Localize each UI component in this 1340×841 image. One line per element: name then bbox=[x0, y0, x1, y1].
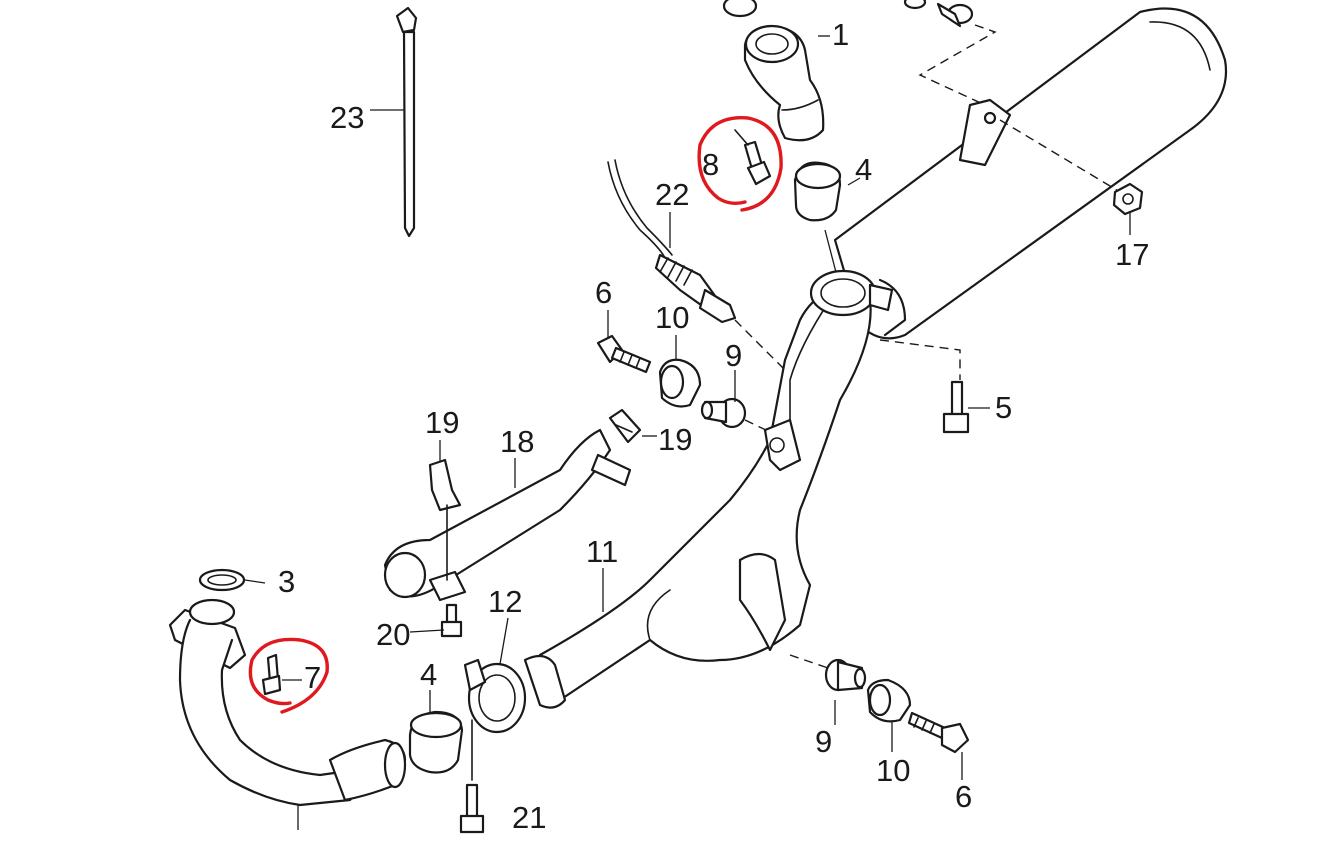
part-6-bolt-upper bbox=[596, 334, 652, 374]
part-3-gasket bbox=[198, 568, 246, 592]
part-7-header-pipe bbox=[168, 598, 407, 807]
part-17-nut bbox=[1112, 182, 1144, 216]
callout-9-lower: 9 bbox=[815, 724, 832, 759]
callout-11: 11 bbox=[586, 534, 618, 569]
red-annotations bbox=[248, 116, 783, 714]
callout-20: 20 bbox=[376, 617, 410, 652]
part-20-bolt bbox=[440, 603, 463, 638]
muffler bbox=[833, 7, 1228, 340]
part-9-collar-lower bbox=[789, 654, 867, 692]
part-22-oxygen-sensor bbox=[607, 159, 786, 371]
part-21-bolt bbox=[459, 719, 485, 834]
part-8-bolt bbox=[734, 129, 772, 186]
callout-labels: 1 8 4 22 23 17 6 10 9 5 19 18 19 11 3 12… bbox=[278, 17, 1149, 835]
muffler-mount-leader bbox=[918, 24, 997, 106]
callout-21: 21 bbox=[512, 800, 546, 835]
red-circle-part-8 bbox=[697, 116, 783, 212]
part-7-bolt bbox=[261, 653, 282, 696]
leader-lines bbox=[244, 35, 1131, 830]
callout-7: 7 bbox=[304, 660, 321, 695]
top-washer bbox=[722, 0, 758, 18]
callout-10-lower: 10 bbox=[876, 753, 910, 788]
part-11-exhaust-pipe bbox=[538, 288, 872, 702]
muffler-bolt-leader bbox=[999, 119, 1126, 196]
callout-22: 22 bbox=[655, 177, 689, 212]
callout-6-lower: 6 bbox=[955, 779, 972, 814]
part-10-rubber-upper bbox=[658, 358, 702, 408]
callout-5: 5 bbox=[995, 390, 1012, 425]
callout-23: 23 bbox=[330, 100, 364, 135]
part-6-bolt-lower bbox=[907, 711, 970, 754]
callout-6-upper: 6 bbox=[595, 275, 612, 310]
callout-4-upper: 4 bbox=[855, 152, 872, 187]
callout-4-lower: 4 bbox=[420, 657, 437, 692]
muffler-inlet-ring bbox=[809, 269, 894, 317]
part-23-cable-tie bbox=[395, 6, 418, 238]
part-10-rubber-lower bbox=[866, 678, 912, 723]
callout-12: 12 bbox=[488, 584, 522, 619]
pipe-11-inlet-end bbox=[463, 654, 567, 734]
part-5-bolt bbox=[879, 339, 970, 434]
part-4-sleeve-upper bbox=[793, 161, 842, 222]
callout-19-right: 19 bbox=[658, 422, 692, 457]
part-19-clip-left bbox=[428, 458, 462, 581]
red-circle-part-7 bbox=[248, 637, 329, 714]
part-19-clip-right bbox=[608, 408, 642, 444]
callout-19-left: 19 bbox=[425, 405, 459, 440]
callout-1: 1 bbox=[832, 17, 849, 52]
part-1-elbow-pipe bbox=[743, 24, 825, 142]
part-4-sleeve-lower bbox=[408, 710, 464, 774]
callout-10-upper: 10 bbox=[655, 300, 689, 335]
callout-18: 18 bbox=[500, 424, 534, 459]
callout-17: 17 bbox=[1115, 237, 1149, 272]
part-9-collar-upper bbox=[700, 397, 771, 433]
callout-8: 8 bbox=[702, 147, 719, 182]
top-bolt bbox=[903, 0, 974, 28]
callout-9-upper: 9 bbox=[725, 338, 742, 373]
callout-3: 3 bbox=[278, 564, 295, 599]
